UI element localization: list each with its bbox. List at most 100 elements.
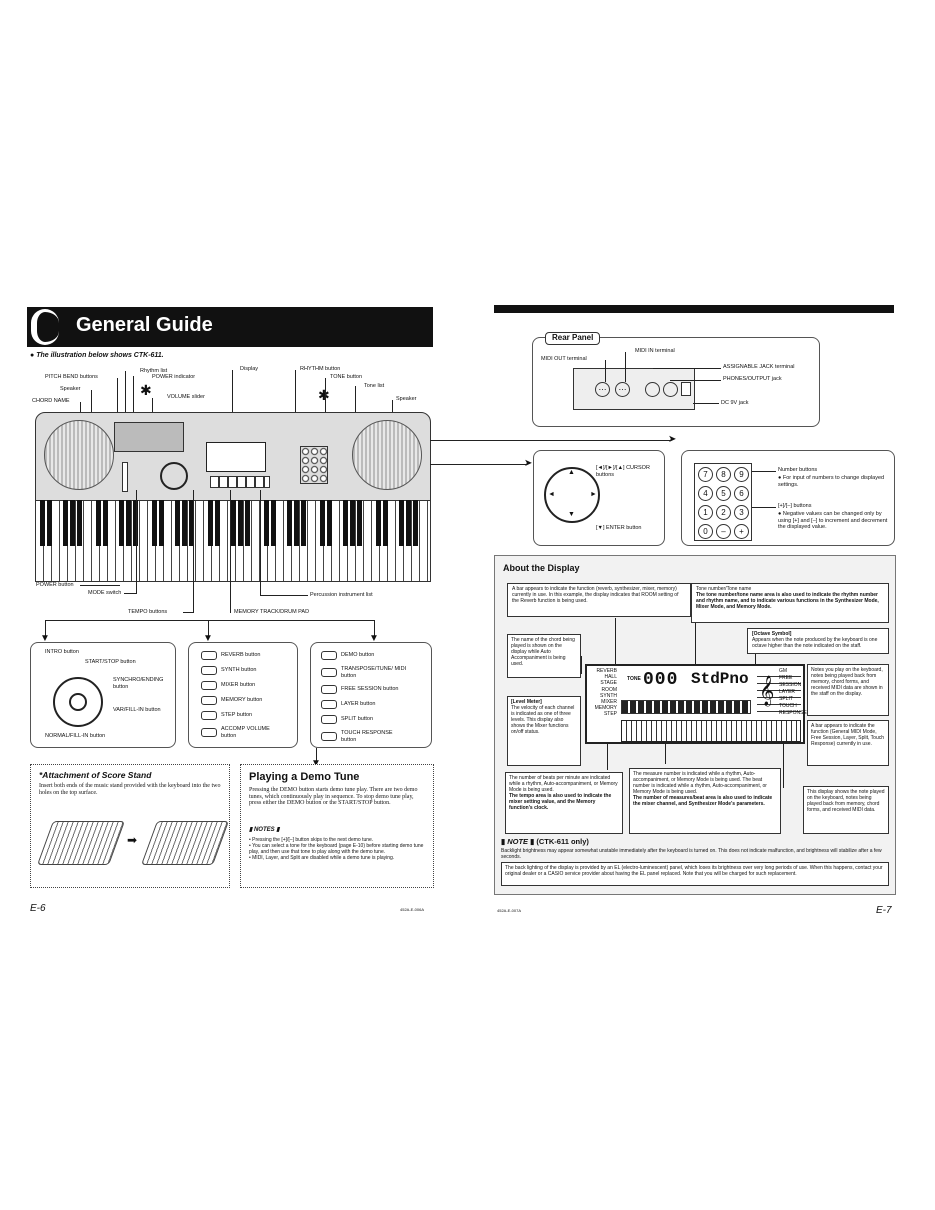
rhythm-controller-dial[interactable] xyxy=(53,677,103,727)
label-tone-button: TONE button xyxy=(330,374,362,380)
note-box: The back lighting of the display is prov… xyxy=(501,862,889,886)
notes-title: ▮ NOTES ▮ xyxy=(249,827,280,833)
memory-label: MEMORY button xyxy=(221,697,263,704)
key-9[interactable]: 9 xyxy=(734,467,749,482)
key-0[interactable]: 0 xyxy=(698,524,713,539)
title-bracket xyxy=(31,309,59,345)
dc-jack[interactable] xyxy=(681,382,691,396)
key-7[interactable]: 7 xyxy=(698,467,713,482)
layer-button[interactable] xyxy=(321,700,337,709)
free-session-button[interactable] xyxy=(321,685,337,694)
dial-control[interactable] xyxy=(160,462,188,490)
demo-tune-box: Playing a Demo Tune Pressing the DEMO bu… xyxy=(240,764,434,888)
number-buttons-desc: ● For input of numbers to change display… xyxy=(778,475,885,488)
note-item: • You can select a tone for the keyboard… xyxy=(249,843,424,855)
cursor-label: [◄]/[►]/[▲] CURSOR buttons xyxy=(596,465,650,478)
key-minus[interactable]: – xyxy=(716,524,731,539)
key-4[interactable]: 4 xyxy=(698,486,713,501)
reverb-label: REVERB button xyxy=(221,652,261,659)
lcd-left-labels: REVERB HALL STAGE ROOM SYNTH MIXER MEMOR… xyxy=(594,668,617,718)
staff-box: This display shows the note played on th… xyxy=(803,786,889,834)
label-speaker-left: Speaker xyxy=(60,386,81,392)
transpose-button[interactable] xyxy=(321,668,337,677)
about-display-section: About the Display A bar appears to indic… xyxy=(494,555,896,895)
lcd-display xyxy=(206,442,266,472)
label-volume-slider: VOLUME slider xyxy=(167,394,205,400)
memory-button[interactable] xyxy=(201,696,217,705)
split-button[interactable] xyxy=(321,715,337,724)
page-code-left: 452A-E-006A xyxy=(400,907,425,912)
number-pad-mini xyxy=(300,446,328,484)
star-icon: ✱ xyxy=(140,382,152,398)
arrow-down-icon: ▼ xyxy=(568,511,575,518)
step-button[interactable] xyxy=(201,711,217,720)
key-3[interactable]: 3 xyxy=(734,505,749,520)
synth-label: SYNTH button xyxy=(221,667,257,674)
label-chord-name: CHORD NAME xyxy=(32,398,70,404)
numpad: 7 8 9 4 5 6 1 2 3 0 – + xyxy=(694,463,752,541)
rear-panel-title: Rear Panel xyxy=(545,332,601,345)
notes-play-text: Notes you play on the keyboard, notes be… xyxy=(807,664,889,716)
keyboard-keys[interactable] xyxy=(35,500,431,582)
numpad-box: 7 8 9 4 5 6 1 2 3 0 – + Number buttons ●… xyxy=(681,450,895,546)
label-mode-switch: MODE switch xyxy=(88,590,122,596)
measure-box: The measure number is indicated while a … xyxy=(629,768,781,834)
star-icon: ✱ xyxy=(318,387,330,403)
key-6[interactable]: 6 xyxy=(734,486,749,501)
lcd-meter xyxy=(621,700,751,714)
lcd-staff xyxy=(757,670,801,714)
score-stand-box: *Attachment of Score Stand Insert both e… xyxy=(30,764,230,888)
demo-title: Playing a Demo Tune xyxy=(249,771,360,783)
phones-label: PHONES/OUTPUT jack xyxy=(723,376,782,382)
step-label: STEP button xyxy=(221,712,253,719)
note-text: Backlight brightness may appear somewhat… xyxy=(501,848,882,860)
touch-response-button[interactable] xyxy=(321,732,337,741)
accomp-volume-button[interactable] xyxy=(201,728,217,737)
volume-slider[interactable] xyxy=(122,462,128,492)
midi-out-jack[interactable]: ⋯ xyxy=(595,382,610,397)
plus-minus-title: [+]/[–] buttons xyxy=(778,503,812,509)
label-power-indicator: POWER indicator xyxy=(152,374,196,380)
midi-in-jack[interactable]: ⋯ xyxy=(615,382,630,397)
rear-panel-box: Rear Panel MIDI IN terminal MIDI OUT ter… xyxy=(532,332,820,427)
phones-jack[interactable] xyxy=(663,382,678,397)
midi-in-label: MIDI IN terminal xyxy=(635,348,675,354)
note-heading: ▮ NOTE ▮ (CTK-611 only) xyxy=(501,837,589,846)
page-number-left: E-6 xyxy=(30,903,46,914)
label-speaker-right: Speaker xyxy=(396,396,417,402)
note-item: • Pressing the [+]/[–] button skips to t… xyxy=(249,837,374,843)
midi-out-label: MIDI OUT terminal xyxy=(541,356,587,362)
demo-button[interactable] xyxy=(321,651,337,660)
tone-number-box: Tone number/Tone name The tone number/to… xyxy=(691,583,889,623)
page-code-right: 452A-E-007A xyxy=(497,908,522,913)
synth-button[interactable] xyxy=(201,666,217,675)
bar-function-text: A bar appears to indicate the function (… xyxy=(507,583,691,617)
cursor-pad[interactable] xyxy=(544,467,600,523)
illustration-note: ● The illustration below shows CTK-611. xyxy=(30,352,164,359)
assignable-jack[interactable] xyxy=(645,382,660,397)
accomp-volume-label: ACCOMP VOLUME button xyxy=(221,726,270,739)
panel-function-buttons: REVERB button SYNTH button MIXER button … xyxy=(188,642,298,748)
layer-label: LAYER button xyxy=(341,701,376,708)
label-display: Display xyxy=(240,366,259,372)
label-memory-track: MEMORY TRACK/DRUM PAD xyxy=(234,609,310,615)
reverb-button[interactable] xyxy=(201,651,217,660)
key-2[interactable]: 2 xyxy=(716,505,731,520)
speaker-grille-left xyxy=(44,420,114,490)
key-1[interactable]: 1 xyxy=(698,505,713,520)
level-meter-box: [Level Meter] The velocity of each chann… xyxy=(507,696,581,766)
stand-illustration-after xyxy=(140,821,230,865)
mixer-button[interactable] xyxy=(201,681,217,690)
key-8[interactable]: 8 xyxy=(716,467,731,482)
key-plus[interactable]: + xyxy=(734,524,749,539)
chord-text: The name of the chord being played is sh… xyxy=(507,634,581,678)
enter-label: [▼] ENTER button xyxy=(596,525,642,531)
var-fill-label: VAR/FILL-IN button xyxy=(113,707,161,713)
start-stop-label: START/STOP button xyxy=(85,659,136,665)
lcd-right-labels: GM FREE SESSION LAYER SPLIT TOUCH RESPON… xyxy=(779,668,807,716)
header-bar-right xyxy=(494,305,894,313)
label-power-button: POWER button xyxy=(36,582,74,588)
label-percussion-list: Percussion instrument list xyxy=(310,592,373,598)
mixer-label: MIXER button xyxy=(221,682,256,689)
key-5[interactable]: 5 xyxy=(716,486,731,501)
